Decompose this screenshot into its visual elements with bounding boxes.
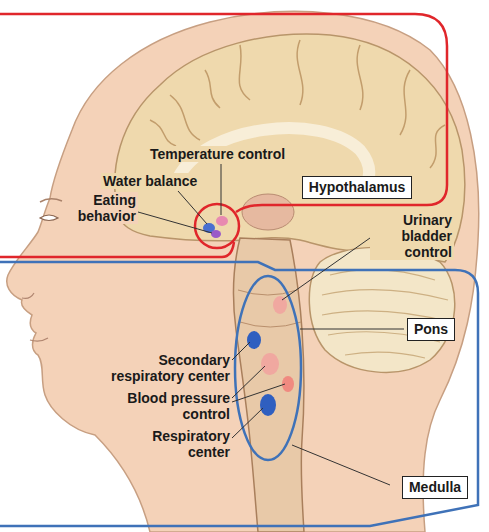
brainstem-ellipse: [235, 276, 301, 460]
bladder-centre: [273, 296, 287, 314]
hypothalamus-callout: [0, 14, 447, 212]
nostril: [22, 293, 34, 298]
respiratory-centre: [260, 394, 276, 416]
region-box: Pons: [407, 318, 455, 341]
region-name: Pons: [413, 321, 449, 337]
hypothalamus-circle: [195, 204, 239, 248]
region-box: Hypothalamus: [302, 176, 412, 199]
structure-label: Eating behavior: [64, 192, 138, 224]
thalamus: [242, 194, 294, 230]
structure-label: Water balance: [101, 173, 199, 189]
structure-label: Respiratory center: [136, 428, 232, 460]
blood-pressure-centre: [261, 353, 279, 375]
region-name: Hypothalamus: [308, 179, 406, 195]
eyebrow: [40, 199, 62, 202]
eating-centre: [211, 230, 221, 238]
region-box: Medulla: [402, 476, 468, 499]
structure-label: Urinary bladder control: [370, 212, 454, 260]
structure-label: Temperature control: [148, 146, 287, 162]
lips: [30, 338, 48, 341]
pons-fold: [240, 322, 301, 327]
hypothalamus-callout: [0, 242, 234, 257]
secondary-respiratory-centre: [247, 331, 261, 349]
cerebellum: [309, 247, 454, 372]
structure-label: Secondary respiratory center: [88, 352, 232, 384]
brainstem: [233, 238, 304, 532]
cerebrum: [115, 34, 465, 262]
eye: [40, 215, 58, 221]
region-name: Medulla: [408, 479, 462, 495]
head-skin: [7, 11, 479, 532]
temperature-centre: [216, 216, 228, 226]
structure-label: Blood pressure control: [114, 390, 232, 422]
brainstem-callout: [0, 262, 478, 526]
cerebellum-folia: [322, 270, 450, 358]
